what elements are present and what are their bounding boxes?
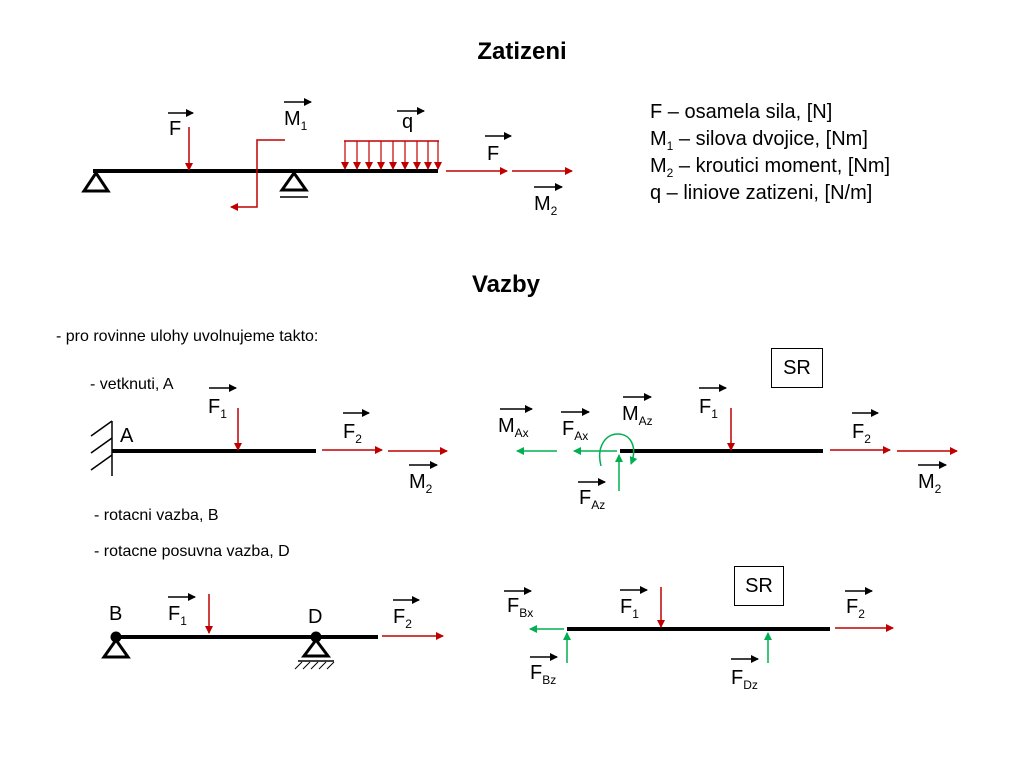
sr-box-top: SR (771, 348, 823, 388)
reaction-faz-label: FAz (579, 487, 605, 512)
note-rotacni: - rotacni vazba, B (94, 507, 219, 524)
point-d-label: D (308, 606, 322, 628)
force-f2-bd-label: F2 (393, 606, 412, 631)
reaction-max-label: MAx (498, 415, 529, 440)
force-f1-sr-bd-label: F1 (620, 596, 639, 621)
torque-m2-a-label: M2 (409, 471, 433, 496)
reaction-fdz-label: FDz (731, 667, 758, 692)
force-f2-sr-a-label: F2 (852, 421, 871, 446)
free-body-bd: FBx FBz FDz F1 F2 (504, 586, 894, 692)
joint-d (310, 631, 322, 643)
support-middle-triangle (279, 170, 309, 192)
force-f-axial-label: F (487, 143, 499, 165)
legend-item-f: F – osamela sila, [N] (650, 101, 832, 123)
loads-diagram: F M1 q F M2 (81, 98, 573, 218)
support-d-triangle (301, 637, 331, 658)
joint-b (110, 631, 122, 643)
reaction-fbz-label: FBz (530, 662, 556, 687)
support-left-triangle (81, 170, 111, 193)
title-vazby: Vazby (472, 271, 541, 298)
note-posuvna: - rotacne posuvna vazba, D (94, 543, 290, 560)
note-vetknuti: - vetknuti, A (90, 376, 174, 393)
force-f-label: F (169, 118, 181, 140)
force-f1-a-label: F1 (208, 396, 227, 421)
couple-m1-label: M1 (284, 108, 308, 133)
force-f1-bd-label: F1 (168, 603, 187, 628)
title-zatizeni: Zatizeni (477, 38, 566, 65)
wall-a-hatch (90, 420, 113, 471)
support-d-hatch (294, 661, 335, 670)
sr-box-bottom: SR (734, 566, 784, 606)
reaction-fbx-label: FBx (507, 595, 533, 620)
reaction-maz-label: MAz (622, 403, 653, 428)
torque-m2-label: M2 (534, 193, 558, 218)
pin-roller-diagram: B D F1 F2 (101, 593, 444, 670)
legend-item-q: q – liniove zatizeni, [N/m] (650, 182, 872, 204)
force-f2-sr-bd-label: F2 (846, 596, 865, 621)
reaction-maz-arc (599, 433, 638, 467)
couple-m1-arrow (230, 139, 285, 211)
free-body-a: MAx FAx MAz FAz F1 F2 M2 (498, 384, 958, 512)
point-a-label: A (120, 425, 134, 447)
force-f1-sr-a-label: F1 (699, 396, 718, 421)
legend: F – osamela sila, [N] M1 – silova dvojic… (650, 101, 890, 204)
force-f2-a-label: F2 (343, 421, 362, 446)
note-intro: - pro rovinne ulohy uvolnujeme takto: (56, 328, 318, 345)
distributed-load-q (341, 140, 442, 170)
legend-item-m1: M1 – silova dvojice, [Nm] (650, 128, 868, 153)
support-b-triangle (101, 637, 131, 659)
point-b-label: B (109, 603, 122, 625)
fixed-support-diagram: A F1 F2 M2 (90, 384, 448, 496)
torque-m2-sr-a-label: M2 (918, 471, 942, 496)
legend-item-m2: M2 – kroutici moment, [Nm] (650, 155, 890, 180)
reaction-fax-label: FAx (562, 418, 588, 443)
distributed-load-q-label: q (402, 111, 413, 133)
